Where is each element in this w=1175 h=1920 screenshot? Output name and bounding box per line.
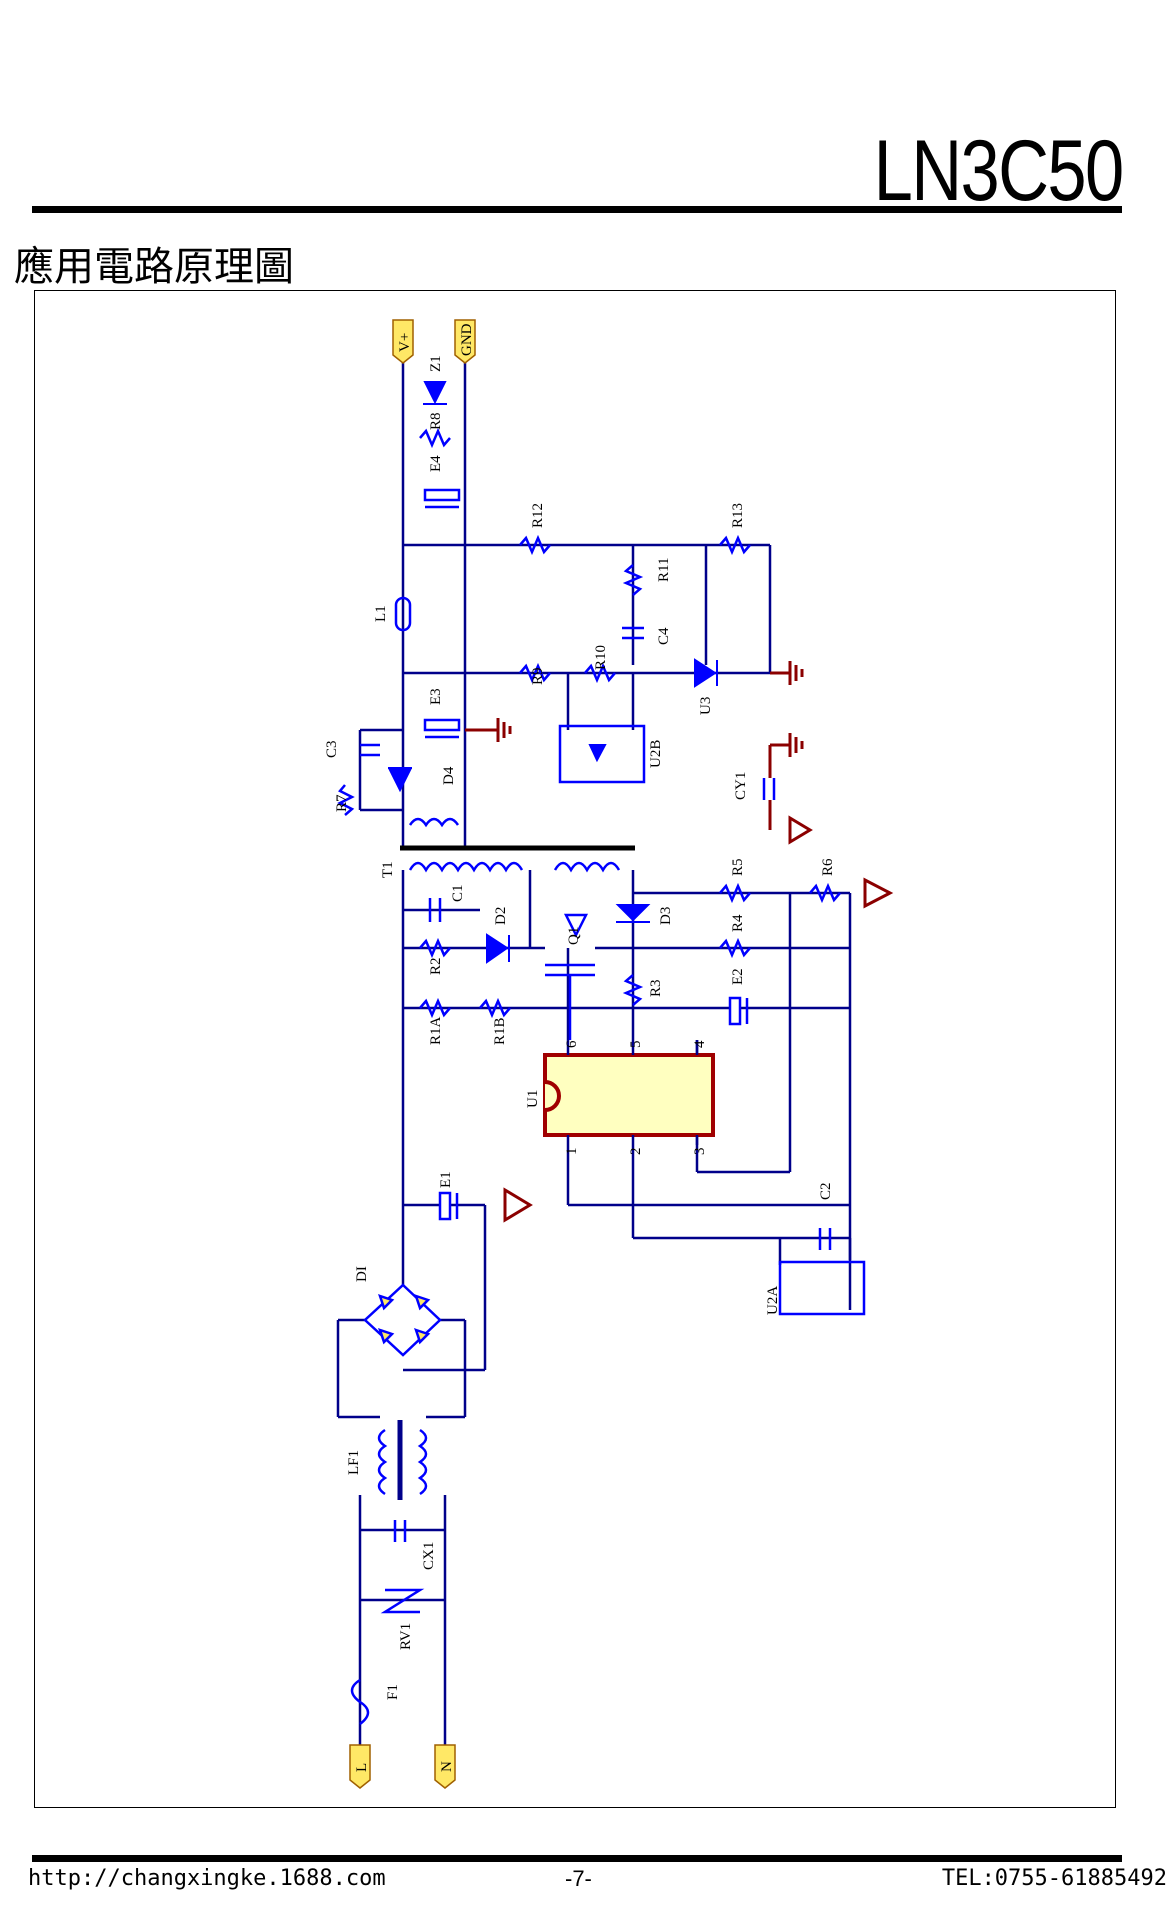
footer-url[interactable]: http://changxingke.1688.com — [28, 1866, 386, 1891]
ref-q1: Q1 — [566, 927, 582, 945]
ref-u3: U3 — [698, 697, 714, 715]
ref-r3: R3 — [648, 979, 664, 997]
bridge-rectifier — [363, 1283, 442, 1357]
ref-r5: R5 — [730, 858, 746, 876]
ref-e1: E1 — [438, 1171, 454, 1188]
u1-pin-5: 5 — [628, 1041, 644, 1049]
ref-r4: R4 — [730, 914, 746, 932]
ref-r6: R6 — [820, 858, 836, 876]
section-title: 應用電路原理圖 — [14, 244, 294, 290]
ref-r10: R10 — [593, 645, 609, 670]
ref-cy1: CY1 — [733, 772, 749, 800]
ref-c3: C3 — [324, 740, 340, 758]
ref-d2: D2 — [493, 907, 509, 925]
ref-u1: U1 — [525, 1090, 541, 1108]
ref-e2: E2 — [730, 968, 746, 985]
ref-r2: R2 — [428, 957, 444, 975]
ref-r11: R11 — [656, 558, 672, 582]
u1-pin-4: 4 — [692, 1040, 708, 1048]
ref-c4: C4 — [656, 627, 672, 645]
port-vplus-label: V+ — [397, 333, 413, 352]
ref-d3: D3 — [658, 907, 674, 925]
ref-r12: R12 — [530, 503, 546, 528]
ref-u2a: U2A — [765, 1286, 781, 1315]
u1-pin-2: 2 — [628, 1148, 644, 1156]
port-l-label: L — [354, 1763, 370, 1772]
ref-z1: Z1 — [428, 355, 444, 372]
schematic-frame — [34, 290, 1116, 1808]
ref-rv1: RV1 — [398, 1623, 414, 1650]
ref-e3: E3 — [428, 688, 444, 705]
ref-r9: R9 — [530, 667, 546, 685]
part-number: LN3C50 — [874, 123, 1125, 219]
ref-cx1: CX1 — [421, 1542, 437, 1570]
ref-f1: F1 — [385, 1684, 401, 1700]
footer-tel: TEL:0755-61885492 — [941, 1866, 1167, 1891]
ref-l1: L1 — [373, 605, 389, 622]
ref-c1: C1 — [450, 884, 466, 902]
port-n-label: N — [439, 1761, 455, 1772]
ref-d4: D4 — [441, 766, 457, 785]
ref-r1b: R1B — [492, 1017, 508, 1045]
ic-u1 — [543, 1053, 715, 1137]
ref-lf1: LF1 — [346, 1450, 362, 1475]
u1-pin-3: 3 — [692, 1148, 708, 1156]
header-rule — [32, 206, 1122, 213]
ref-r1a: R1A — [428, 1016, 444, 1045]
ref-r7: R7 — [334, 794, 350, 812]
u1-pin-6: 6 — [564, 1040, 580, 1048]
port-gnd-label: GND — [459, 323, 475, 356]
ref-t1: T1 — [380, 861, 396, 878]
u1-pin-1: 1 — [564, 1148, 580, 1156]
footer-page-number: -7- — [565, 1866, 592, 1891]
ref-r8: R8 — [428, 412, 444, 430]
ref-c2: C2 — [818, 1182, 834, 1200]
ref-u2b: U2B — [648, 740, 664, 768]
ref-r13: R13 — [730, 503, 746, 528]
ref-e4: E4 — [428, 455, 444, 472]
ref-di: DI — [354, 1266, 370, 1282]
footer-rule — [32, 1855, 1122, 1862]
